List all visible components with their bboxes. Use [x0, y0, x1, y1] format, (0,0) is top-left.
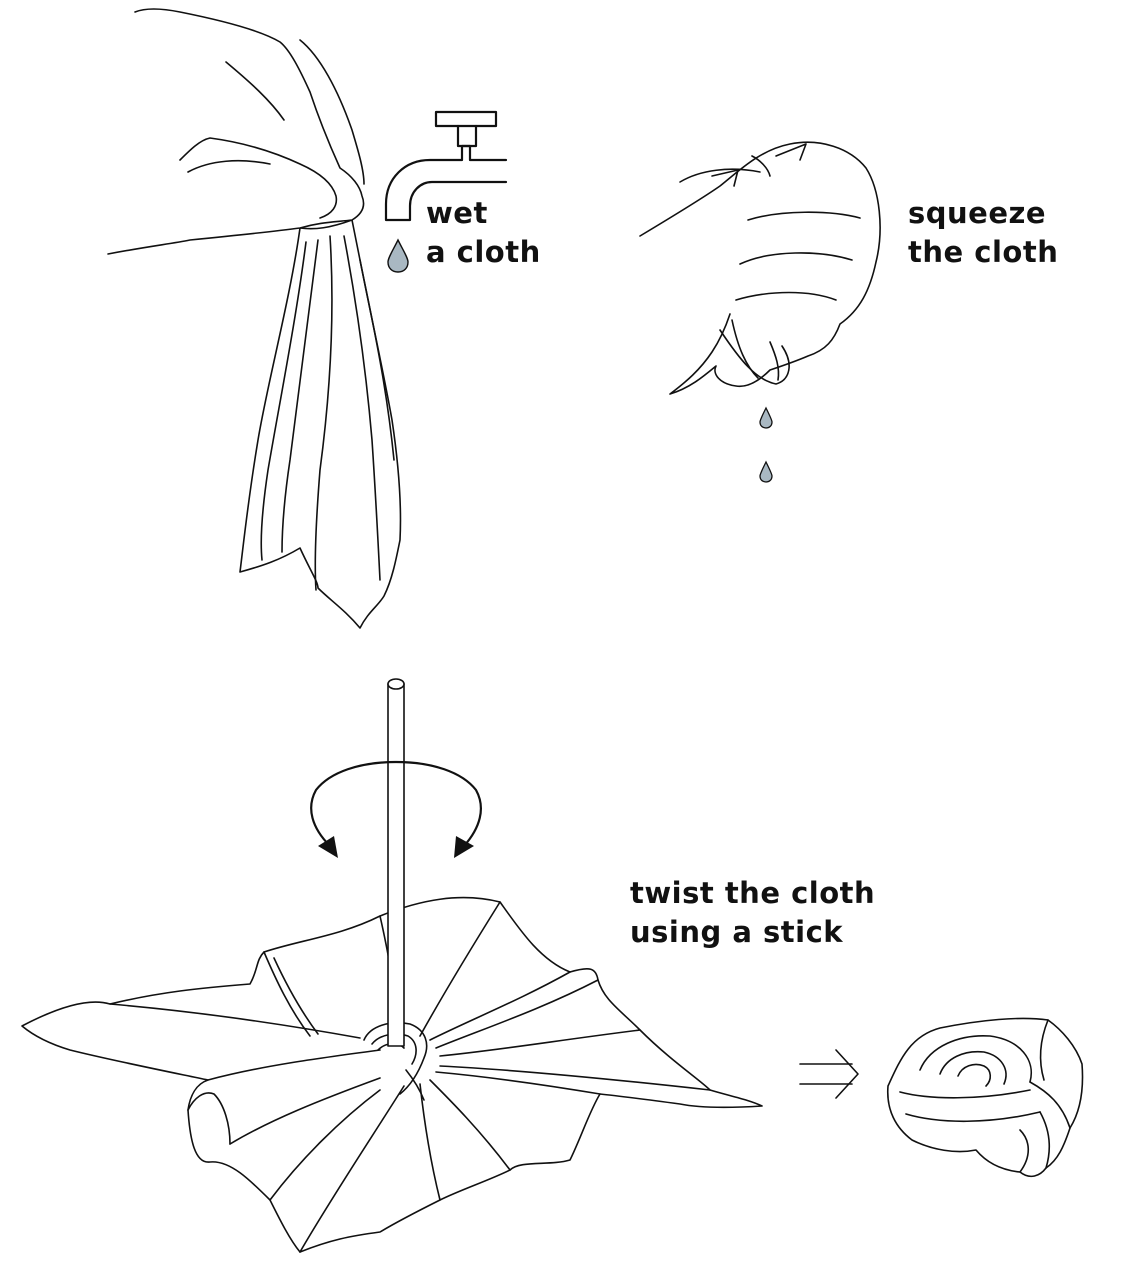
step-label-twist: twist the cloth using a stick [630, 874, 875, 952]
step-label-line: wet [426, 196, 488, 230]
rolled-cloth [886, 1017, 1084, 1178]
step-label-wet: wet a cloth [426, 194, 541, 272]
step-label-squeeze: squeeze the cloth [908, 194, 1058, 272]
step-label-line: twist the cloth [630, 876, 876, 910]
step-label-line: squeeze [908, 196, 1047, 230]
faucet-icon [384, 110, 508, 222]
water-drop-icon [759, 460, 773, 483]
step-label-line: using a stick [630, 915, 844, 949]
step-label-line: a cloth [426, 235, 541, 269]
water-drop-icon [387, 238, 409, 273]
rotate-arrows-icon [310, 760, 482, 858]
cloth-with-stick [21, 678, 763, 1253]
squeezing-hand [639, 141, 881, 395]
water-drop-icon [759, 406, 773, 429]
double-arrow-right-icon [799, 1049, 859, 1099]
hand-holding-cloth [107, 8, 402, 629]
step-label-line: the cloth [908, 235, 1059, 269]
